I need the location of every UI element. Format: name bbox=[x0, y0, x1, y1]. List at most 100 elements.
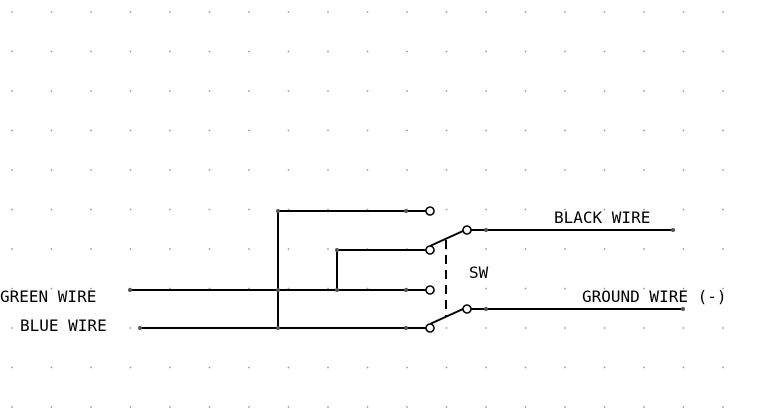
grid-dot bbox=[564, 90, 566, 92]
grid-dot bbox=[722, 366, 724, 369]
grid-dot bbox=[485, 169, 487, 171]
grid-dot bbox=[50, 50, 53, 53]
grid-dot bbox=[129, 366, 132, 369]
grid-dot bbox=[524, 90, 527, 92]
grid-dot bbox=[682, 11, 685, 13]
grid-dot bbox=[366, 50, 369, 53]
grid-dot bbox=[50, 129, 53, 132]
grid-dot bbox=[169, 287, 171, 290]
grid-dot bbox=[248, 11, 250, 13]
grid-dot bbox=[564, 406, 566, 408]
grid-dot bbox=[643, 90, 645, 92]
grid-dot bbox=[11, 129, 13, 132]
grid-dot bbox=[564, 208, 566, 211]
grid-dot bbox=[50, 90, 53, 92]
grid-dot bbox=[366, 208, 369, 211]
grid-dot bbox=[643, 327, 645, 329]
grid-dot bbox=[564, 287, 566, 290]
grid-dot bbox=[208, 287, 211, 290]
grid-dot bbox=[564, 327, 566, 329]
grid-dot bbox=[208, 90, 211, 92]
grid-dot bbox=[603, 327, 606, 329]
switch-common-terminal bbox=[462, 304, 472, 314]
wire-end-dot bbox=[404, 326, 408, 330]
grid-dot bbox=[248, 208, 250, 211]
grid-dot bbox=[603, 50, 606, 53]
grid-dot bbox=[208, 208, 211, 211]
grid-dot bbox=[524, 50, 527, 53]
grid-dot bbox=[722, 50, 724, 53]
grid-dot bbox=[366, 366, 369, 369]
grid-dot bbox=[603, 248, 606, 250]
grid-dot bbox=[722, 169, 724, 171]
grid-dot bbox=[169, 90, 171, 92]
grid-dot bbox=[11, 327, 13, 329]
grid-dot bbox=[603, 406, 606, 408]
grid-dot bbox=[366, 11, 369, 13]
grid-dot bbox=[366, 287, 369, 290]
grid-dot bbox=[643, 11, 645, 13]
grid-dot bbox=[366, 90, 369, 92]
switch-terminal bbox=[425, 206, 435, 216]
grid-dot bbox=[603, 129, 606, 132]
grid-dot bbox=[445, 327, 448, 329]
grid-dot bbox=[524, 248, 527, 250]
grid-dot bbox=[445, 50, 448, 53]
grid-dot bbox=[90, 327, 92, 329]
grid-dot bbox=[524, 327, 527, 329]
grid-dot bbox=[485, 248, 487, 250]
grid-dot bbox=[366, 406, 369, 408]
grid-dot bbox=[722, 248, 724, 250]
grid-dot bbox=[287, 11, 290, 13]
grid-dot bbox=[129, 248, 132, 250]
grid-dot bbox=[169, 50, 171, 53]
grid-dot bbox=[564, 169, 566, 171]
grid-dot bbox=[11, 50, 13, 53]
grid-dot bbox=[287, 366, 290, 369]
grid-dot bbox=[208, 11, 211, 13]
grid-dot bbox=[169, 248, 171, 250]
switch-blade-lower bbox=[429, 308, 464, 325]
switch-sw bbox=[425, 206, 472, 333]
black-wire-label: BLACK WIRE bbox=[554, 208, 650, 227]
grid-dot bbox=[11, 90, 13, 92]
grid-dot bbox=[327, 169, 329, 171]
wire-end-dot bbox=[138, 326, 142, 330]
grid-dot bbox=[485, 208, 487, 211]
grid-dot bbox=[327, 90, 329, 92]
grid-dot bbox=[327, 11, 329, 13]
switch-terminal bbox=[425, 323, 435, 333]
grid-dot bbox=[406, 90, 408, 92]
grid-dot bbox=[445, 90, 448, 92]
grid-dot bbox=[564, 248, 566, 250]
grid-dot bbox=[406, 50, 408, 53]
grid-dot bbox=[248, 287, 250, 290]
grid-dot bbox=[445, 169, 448, 171]
grid-dot bbox=[169, 129, 171, 132]
grid-dot bbox=[564, 366, 566, 369]
grid-dot bbox=[129, 208, 132, 211]
junction-dot bbox=[276, 209, 280, 213]
grid-dot bbox=[50, 327, 53, 329]
grid-dot bbox=[524, 208, 527, 211]
grid-dot bbox=[11, 406, 13, 408]
grid-dot bbox=[129, 406, 132, 408]
green-wire-label: GREEN WIRE bbox=[0, 287, 96, 306]
left-wiring bbox=[128, 209, 426, 330]
grid-dot bbox=[50, 11, 53, 13]
grid-dot bbox=[90, 208, 92, 211]
grid-dot bbox=[90, 366, 92, 369]
grid-dot bbox=[445, 366, 448, 369]
grid-dot bbox=[485, 11, 487, 13]
wire-end-dot bbox=[671, 228, 675, 232]
grid-dot bbox=[366, 169, 369, 171]
grid-dot bbox=[129, 90, 132, 92]
wire-end-dot bbox=[484, 228, 488, 232]
grid-dot bbox=[406, 11, 408, 13]
grid-dot bbox=[327, 406, 329, 408]
grid-dot bbox=[524, 406, 527, 408]
grid-dot bbox=[50, 169, 53, 171]
grid-dot bbox=[287, 90, 290, 92]
grid-dot bbox=[248, 90, 250, 92]
grid-dot bbox=[682, 169, 685, 171]
